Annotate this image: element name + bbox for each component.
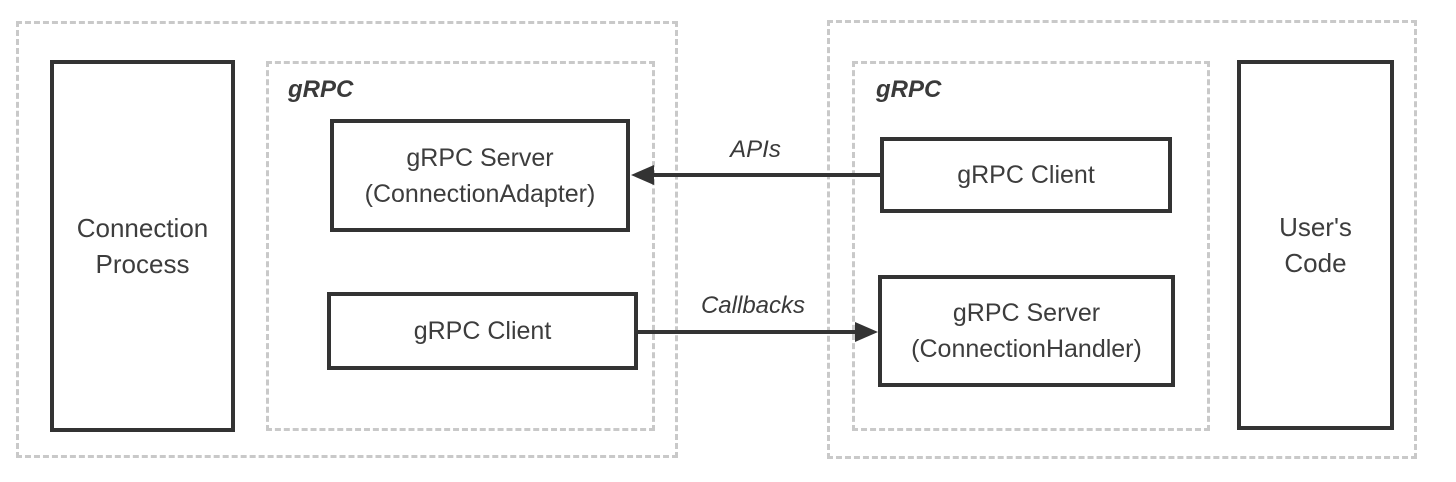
left-grpc-group	[266, 61, 655, 431]
apis-arrowhead-left-icon	[631, 165, 654, 185]
callbacks-arrow-line	[638, 330, 858, 334]
right-grpc-group-label: gRPC	[876, 76, 942, 103]
right-grpc-group	[852, 61, 1210, 431]
right-grpc-client-box: gRPC Client	[880, 137, 1172, 213]
user-code-container	[827, 20, 1417, 459]
apis-arrow-line	[652, 173, 880, 177]
grpc-server-connection-adapter-box: gRPC Server (ConnectionAdapter)	[330, 119, 630, 232]
left-grpc-client-box: gRPC Client	[327, 292, 638, 370]
left-grpc-group-label: gRPC	[288, 76, 354, 103]
grpc-server-connection-handler-box: gRPC Server (ConnectionHandler)	[878, 275, 1175, 387]
apis-arrow-label: APIs	[730, 136, 781, 163]
callbacks-arrowhead-right-icon	[855, 322, 878, 342]
users-code-box: User's Code	[1237, 60, 1394, 430]
callbacks-arrow-label: Callbacks	[700, 292, 806, 319]
connection-process-box: Connection Process	[50, 60, 235, 432]
connection-process-container	[16, 21, 678, 458]
